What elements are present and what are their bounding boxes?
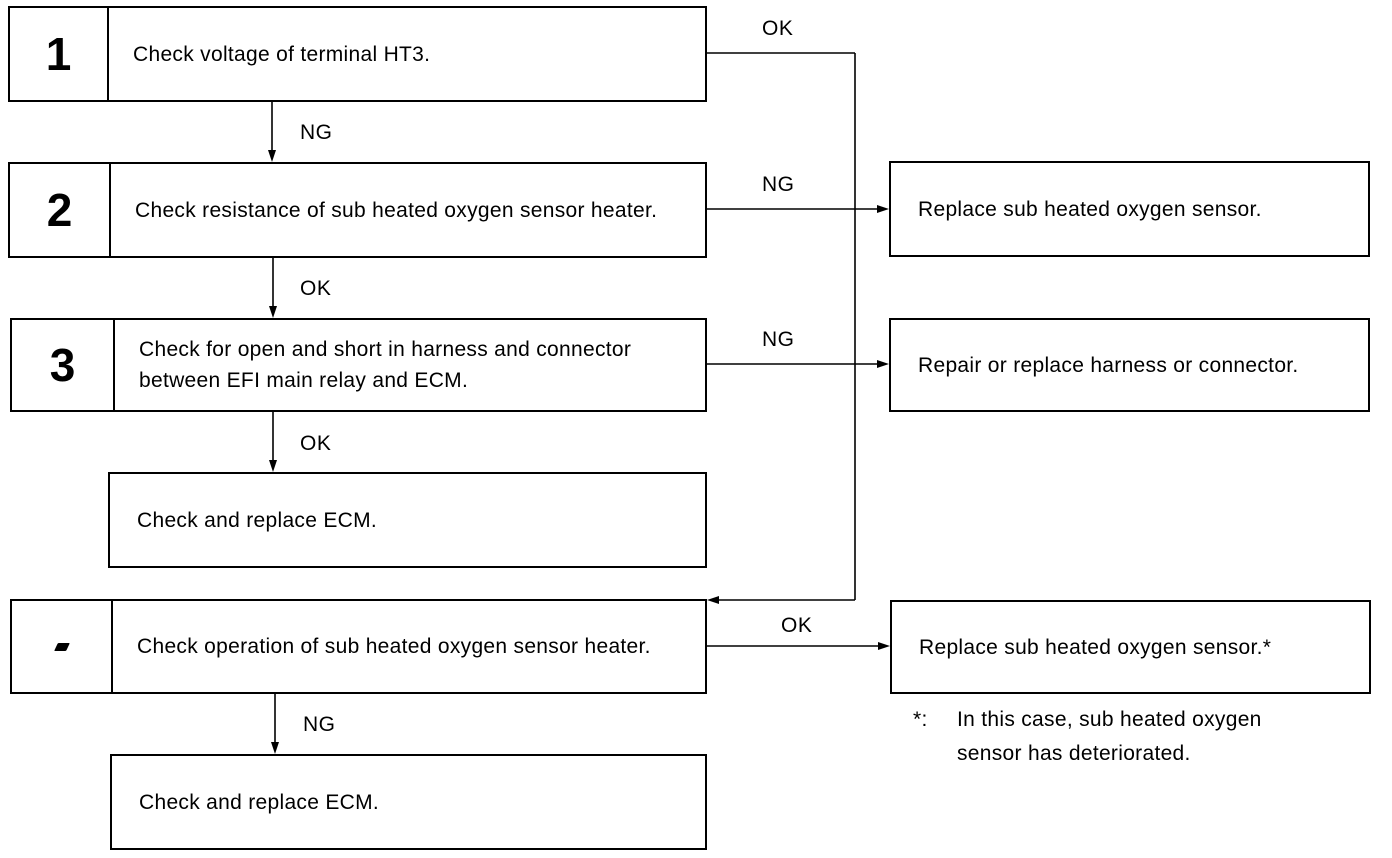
replace-sensor-star-box: Replace sub heated oxygen sensor.* — [890, 600, 1371, 694]
label-s2-ng: NG — [762, 173, 795, 196]
label-s1-ok: OK — [762, 17, 794, 40]
step-2-box: 2 Check resistance of sub heated oxygen … — [8, 162, 707, 258]
step-2-text: Check resistance of sub heated oxygen se… — [135, 198, 658, 222]
footnote-line-2: sensor has deteriorated. — [957, 742, 1191, 765]
replace-ecm-box-a: Check and replace ECM. — [108, 472, 707, 568]
step-4-box: Check operation of sub heated oxygen sen… — [10, 599, 707, 694]
label-s3-ng: NG — [762, 328, 795, 351]
replace-ecm-text-b: Check and replace ECM. — [139, 790, 380, 814]
step-4-number-smudge — [53, 642, 70, 651]
replace-ecm-text-a: Check and replace ECM. — [137, 508, 378, 532]
arrowhead-to-replace-ecm-a — [269, 460, 277, 472]
arrowhead-to-repair-harness — [877, 360, 889, 368]
label-s2-ok: OK — [300, 277, 332, 300]
replace-sensor-text: Replace sub heated oxygen sensor. — [918, 197, 1262, 221]
arrowhead-to-step2 — [268, 150, 276, 162]
step-3-number: 3 — [12, 320, 115, 410]
step-4-number — [12, 601, 113, 692]
step-3-text: Check for open and short in harness and … — [139, 338, 632, 392]
arrowhead-to-step3 — [269, 306, 277, 318]
label-s3-ok: OK — [300, 432, 332, 455]
label-s4-ng: NG — [303, 713, 336, 736]
step-1-text: Check voltage of terminal HT3. — [133, 42, 431, 66]
step-2-number: 2 — [10, 164, 111, 256]
repair-harness-box: Repair or replace harness or connector. — [889, 318, 1370, 412]
replace-sensor-star-text: Replace sub heated oxygen sensor.* — [919, 635, 1272, 659]
step-3-box: 3 Check for open and short in harness an… — [10, 318, 707, 412]
label-s4-ok: OK — [781, 614, 813, 637]
replace-sensor-box: Replace sub heated oxygen sensor. — [889, 161, 1370, 257]
replace-ecm-box-b: Check and replace ECM. — [110, 754, 707, 850]
step-1-box: 1 Check voltage of terminal HT3. — [8, 6, 707, 102]
footnote-line-1: In this case, sub heated oxygen — [957, 708, 1262, 731]
step-4-text: Check operation of sub heated oxygen sen… — [137, 635, 651, 658]
arrowhead-to-replace-ecm-b — [271, 742, 279, 754]
arrowhead-to-step4 — [707, 596, 719, 604]
label-s1-ng: NG — [300, 121, 333, 144]
step-1-number: 1 — [10, 8, 109, 100]
arrowhead-to-replace-sensor — [877, 205, 889, 213]
repair-harness-text: Repair or replace harness or connector. — [918, 353, 1299, 377]
footnote-mark: *: — [913, 708, 928, 731]
arrowhead-to-replace-sensor-star — [878, 642, 890, 650]
